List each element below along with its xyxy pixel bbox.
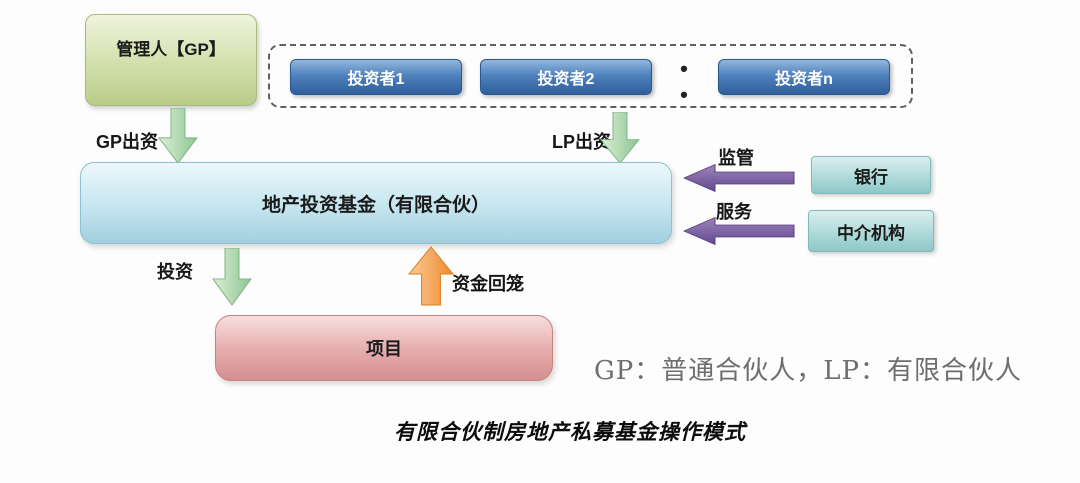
gp-lp-legend: GP：普通合伙人，LP：有限合伙人	[594, 356, 1023, 386]
supervision-label: 监管	[718, 148, 754, 168]
lp-down-arrow-icon	[600, 112, 640, 164]
diagram-title: 有限合伙制房地产私募基金操作模式	[394, 419, 746, 444]
fund-label: 地产投资基金（有限合伙）	[261, 194, 490, 216]
investor-box-2: 投资者2	[480, 59, 652, 95]
service-label: 服务	[716, 202, 752, 222]
investor-box-1: 投资者1	[290, 59, 462, 95]
supervision-left-arrow-icon	[683, 163, 795, 193]
ellipsis-dots: • •	[680, 56, 696, 107]
manager-gp-box: 管理人【GP】	[85, 14, 257, 106]
fund-box: 地产投资基金（有限合伙）	[80, 162, 672, 244]
intermediary-label: 中介机构	[837, 223, 905, 243]
investors-group: 投资者1 投资者2 • • 投资者n	[268, 44, 913, 108]
investor-n-label: 投资者n	[775, 71, 833, 88]
project-label: 项目	[366, 339, 402, 359]
lp-contribution-label: LP出资	[552, 132, 612, 152]
capital-return-up-arrow-icon	[408, 246, 454, 306]
manager-gp-label: 管理人【GP】	[116, 40, 226, 59]
investment-label: 投资	[157, 262, 193, 282]
gp-down-arrow-icon	[158, 108, 198, 164]
investor-box-n: 投资者n	[718, 59, 890, 95]
investment-down-arrow-icon	[212, 248, 252, 306]
gp-contribution-label: GP出资	[96, 132, 159, 152]
intermediary-box: 中介机构	[808, 210, 934, 252]
bank-box: 银行	[811, 156, 931, 194]
capital-return-label: 资金回笼	[452, 274, 524, 294]
investor-1-label: 投资者1	[347, 71, 405, 88]
project-box: 项目	[215, 315, 553, 381]
service-left-arrow-icon	[683, 216, 795, 246]
investor-2-label: 投资者2	[537, 71, 595, 88]
bank-label: 银行	[854, 167, 888, 187]
